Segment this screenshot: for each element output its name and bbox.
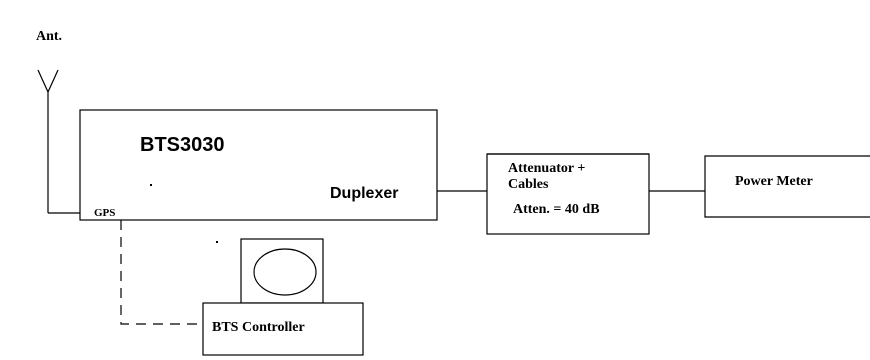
bts-controller-label: BTS Controller (212, 320, 305, 335)
gps-controller-dashed-link (120, 220, 203, 325)
duplexer-label: Duplexer (330, 185, 398, 202)
attenuator-line3: Atten. = 40 dB (513, 202, 600, 217)
antenna-icon (37, 69, 80, 214)
power-meter-label: Power Meter (735, 174, 813, 189)
bts3030-box: BTS3030 Duplexer GPS (79, 109, 438, 221)
speck-dot (150, 184, 152, 186)
attenuator-line2: Cables (508, 177, 549, 192)
power-meter-box: Power Meter (704, 155, 870, 218)
attenuator-line1: Attenuator + (508, 161, 585, 176)
bts-controller-box: BTS Controller (202, 302, 364, 356)
speck-dot (216, 241, 218, 243)
gps-label: GPS (94, 207, 115, 219)
monitor-icon (240, 238, 324, 304)
antenna-label: Ant. (36, 29, 62, 44)
bts3030-title: BTS3030 (140, 134, 225, 156)
attenuator-box: Attenuator + Cables Atten. = 40 dB (486, 153, 650, 235)
